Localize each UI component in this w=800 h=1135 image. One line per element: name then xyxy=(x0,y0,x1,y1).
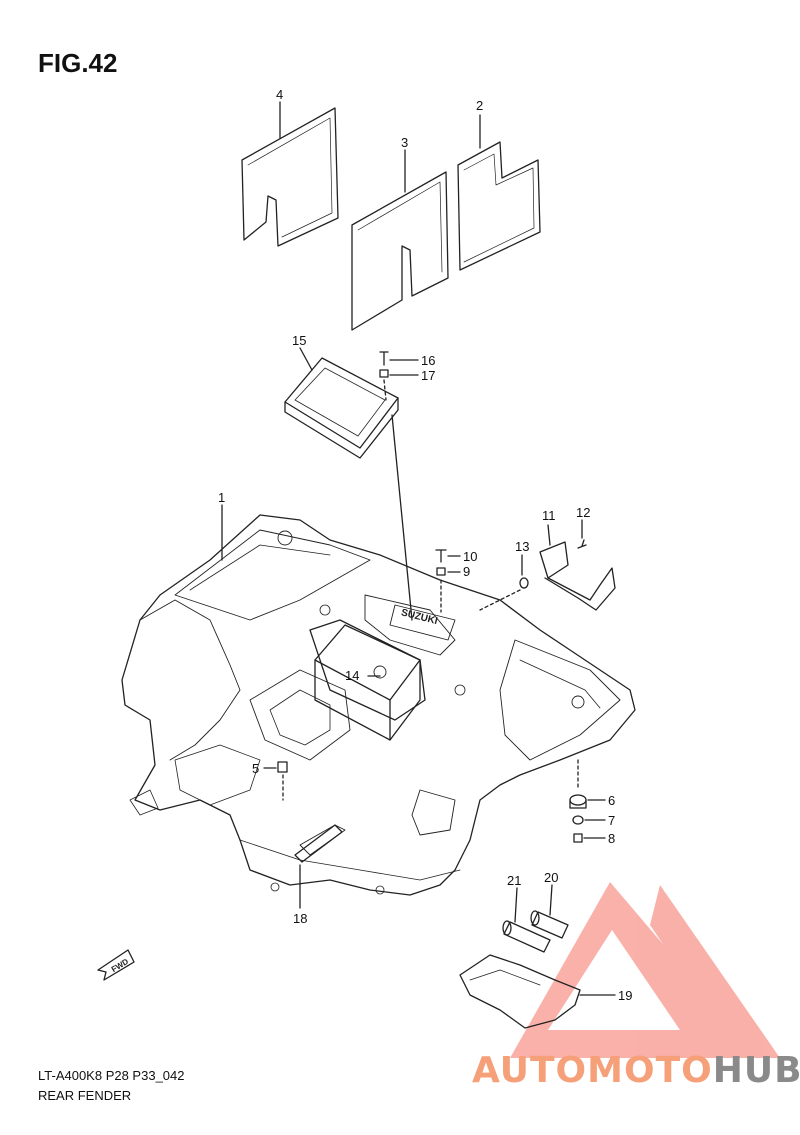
part-11-bracket xyxy=(539,524,616,611)
callout-11: 11 xyxy=(542,508,556,523)
part-18-reflector xyxy=(294,824,343,909)
watermark-hub: HUB xyxy=(712,1050,800,1091)
watermark-moto: MOTO xyxy=(587,1050,713,1091)
part-16-screw xyxy=(379,351,419,366)
callout-6: 6 xyxy=(608,793,615,808)
part-9-nut xyxy=(436,567,461,613)
callout-12: 12 xyxy=(576,505,590,520)
figure-title: FIG.42 xyxy=(38,48,118,78)
callout-13: 13 xyxy=(515,539,529,554)
callout-9: 9 xyxy=(463,564,470,579)
callout-4: 4 xyxy=(276,87,283,102)
model-code: LT-A400K8 P28 P33_042 xyxy=(38,1068,185,1083)
part-4-decal xyxy=(241,101,339,247)
suzuki-emblem: SUZUKI xyxy=(389,604,456,641)
part-1-rear-fender xyxy=(121,504,636,896)
part-6-grommet xyxy=(569,759,606,809)
callout-17: 17 xyxy=(421,368,435,383)
part-3-decal xyxy=(351,149,449,331)
callout-18: 18 xyxy=(293,911,307,926)
watermark-logo: AUTOMOTOHUB xyxy=(472,1050,800,1091)
callout-7: 7 xyxy=(608,813,615,828)
part-15-tray xyxy=(284,347,413,621)
part-17-nut xyxy=(379,369,419,401)
part-7-collar xyxy=(572,815,606,825)
part-14-box xyxy=(314,624,421,741)
watermark-auto: AUTO xyxy=(472,1050,588,1091)
callout-16: 16 xyxy=(421,353,435,368)
part-group-name: REAR FENDER xyxy=(38,1088,132,1103)
fwd-arrow-icon: FWD xyxy=(97,949,135,981)
callout-1: 1 xyxy=(218,490,225,505)
callout-14: 14 xyxy=(345,668,359,683)
part-19-cover xyxy=(459,954,616,1029)
callout-21: 21 xyxy=(507,873,521,888)
callout-3: 3 xyxy=(401,135,408,150)
callout-15: 15 xyxy=(292,333,306,348)
part-8-bolt xyxy=(573,833,606,843)
part-21-cylinder xyxy=(502,887,551,953)
part-5-bolt xyxy=(263,761,288,801)
callout-20: 20 xyxy=(544,870,558,885)
emblem-text: SUZUKI xyxy=(400,607,439,627)
part-13-washer xyxy=(479,554,529,611)
part-10-screw xyxy=(435,549,461,563)
callout-2: 2 xyxy=(476,98,483,113)
callout-10: 10 xyxy=(463,549,477,564)
callout-19: 19 xyxy=(618,988,632,1003)
part-2-decal xyxy=(457,114,541,271)
watermark-triangle-logo xyxy=(510,882,780,1058)
callout-5: 5 xyxy=(252,761,259,776)
part-12-screw xyxy=(577,519,587,549)
part-20-cylinder xyxy=(530,884,569,939)
callout-8: 8 xyxy=(608,831,615,846)
